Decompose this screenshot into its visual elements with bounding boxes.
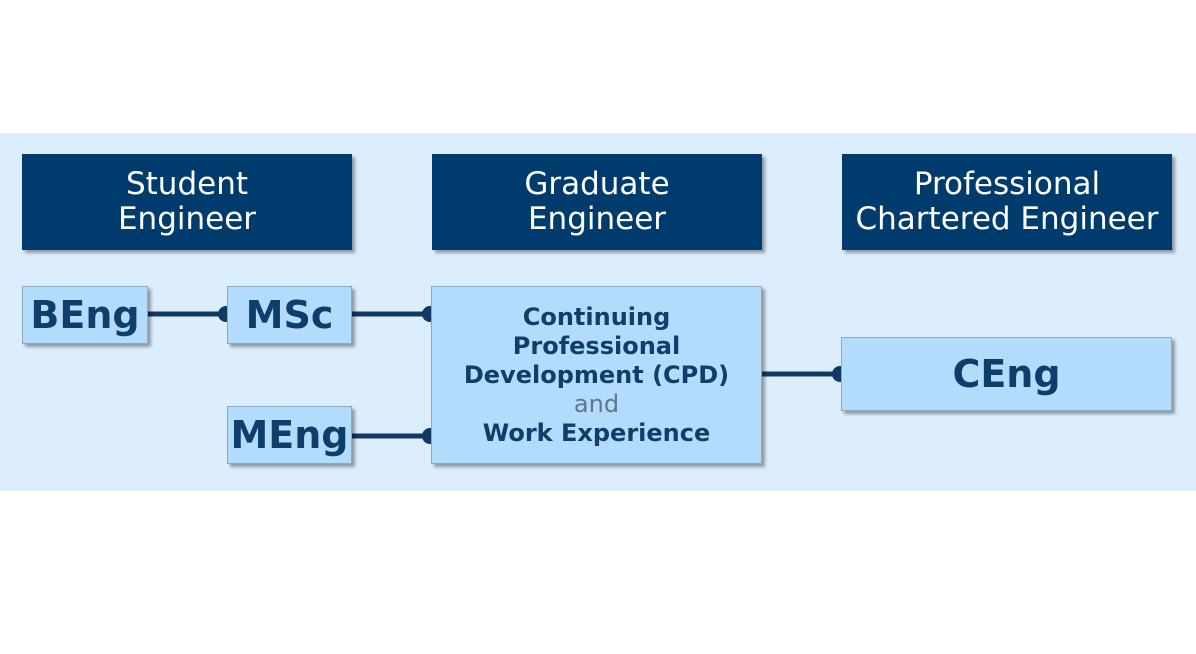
- header-student-line2: Engineer: [117, 201, 257, 237]
- node-msc-label: MSc: [245, 293, 334, 337]
- node-meng-label: MEng: [230, 413, 349, 457]
- header-professional-chartered-engineer: Professional Chartered Engineer: [842, 154, 1172, 250]
- node-msc: MSc: [227, 286, 352, 344]
- node-beng-label: BEng: [30, 293, 140, 337]
- node-meng: MEng: [227, 406, 352, 464]
- node-beng: BEng: [22, 286, 148, 344]
- node-cpd-line2: Professional: [512, 331, 681, 360]
- header-student-engineer: Student Engineer: [22, 154, 352, 250]
- header-graduate-engineer: Graduate Engineer: [432, 154, 762, 250]
- node-cpd-line3: Development (CPD): [463, 360, 730, 389]
- header-graduate-line1: Graduate: [524, 166, 670, 202]
- node-cpd-line4: and: [573, 389, 620, 418]
- node-cpd-line5: Work Experience: [482, 418, 711, 447]
- header-professional-line1: Professional: [913, 166, 1101, 202]
- node-ceng-label: CEng: [952, 352, 1061, 396]
- header-graduate-line2: Engineer: [527, 201, 667, 237]
- node-cpd-work-experience: Continuing Professional Development (CPD…: [431, 286, 762, 464]
- header-professional-line2: Chartered Engineer: [855, 201, 1159, 237]
- header-student-line1: Student: [125, 166, 249, 202]
- node-cpd-line1: Continuing: [522, 302, 671, 331]
- node-ceng: CEng: [841, 337, 1172, 411]
